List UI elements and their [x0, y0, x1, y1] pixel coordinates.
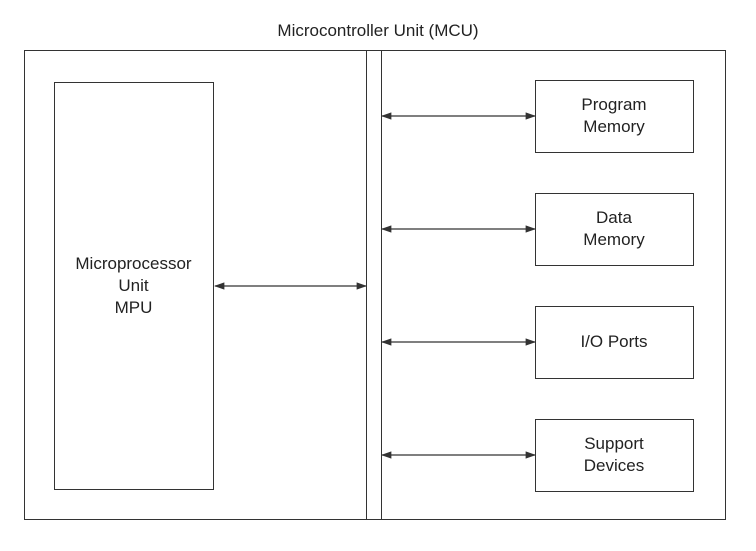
support-devices-block: Support Devices	[535, 419, 694, 492]
support-devices-label: Support Devices	[583, 434, 645, 475]
diagram-title: Microcontroller Unit (MCU)	[277, 21, 479, 40]
mpu-label: Microprocessor Unit MPU	[75, 253, 192, 317]
system-bus-right-line	[381, 50, 382, 520]
io-ports-label: I/O Ports	[580, 332, 648, 351]
program-memory-label: Program Memory	[581, 95, 647, 136]
mpu-block: Microprocessor Unit MPU	[54, 82, 214, 490]
io-ports-block: I/O Ports	[535, 306, 694, 379]
system-bus-left-line	[366, 50, 367, 520]
data-memory-label: Data Memory	[583, 208, 645, 249]
program-memory-block: Program Memory	[535, 80, 694, 153]
data-memory-block: Data Memory	[535, 193, 694, 266]
